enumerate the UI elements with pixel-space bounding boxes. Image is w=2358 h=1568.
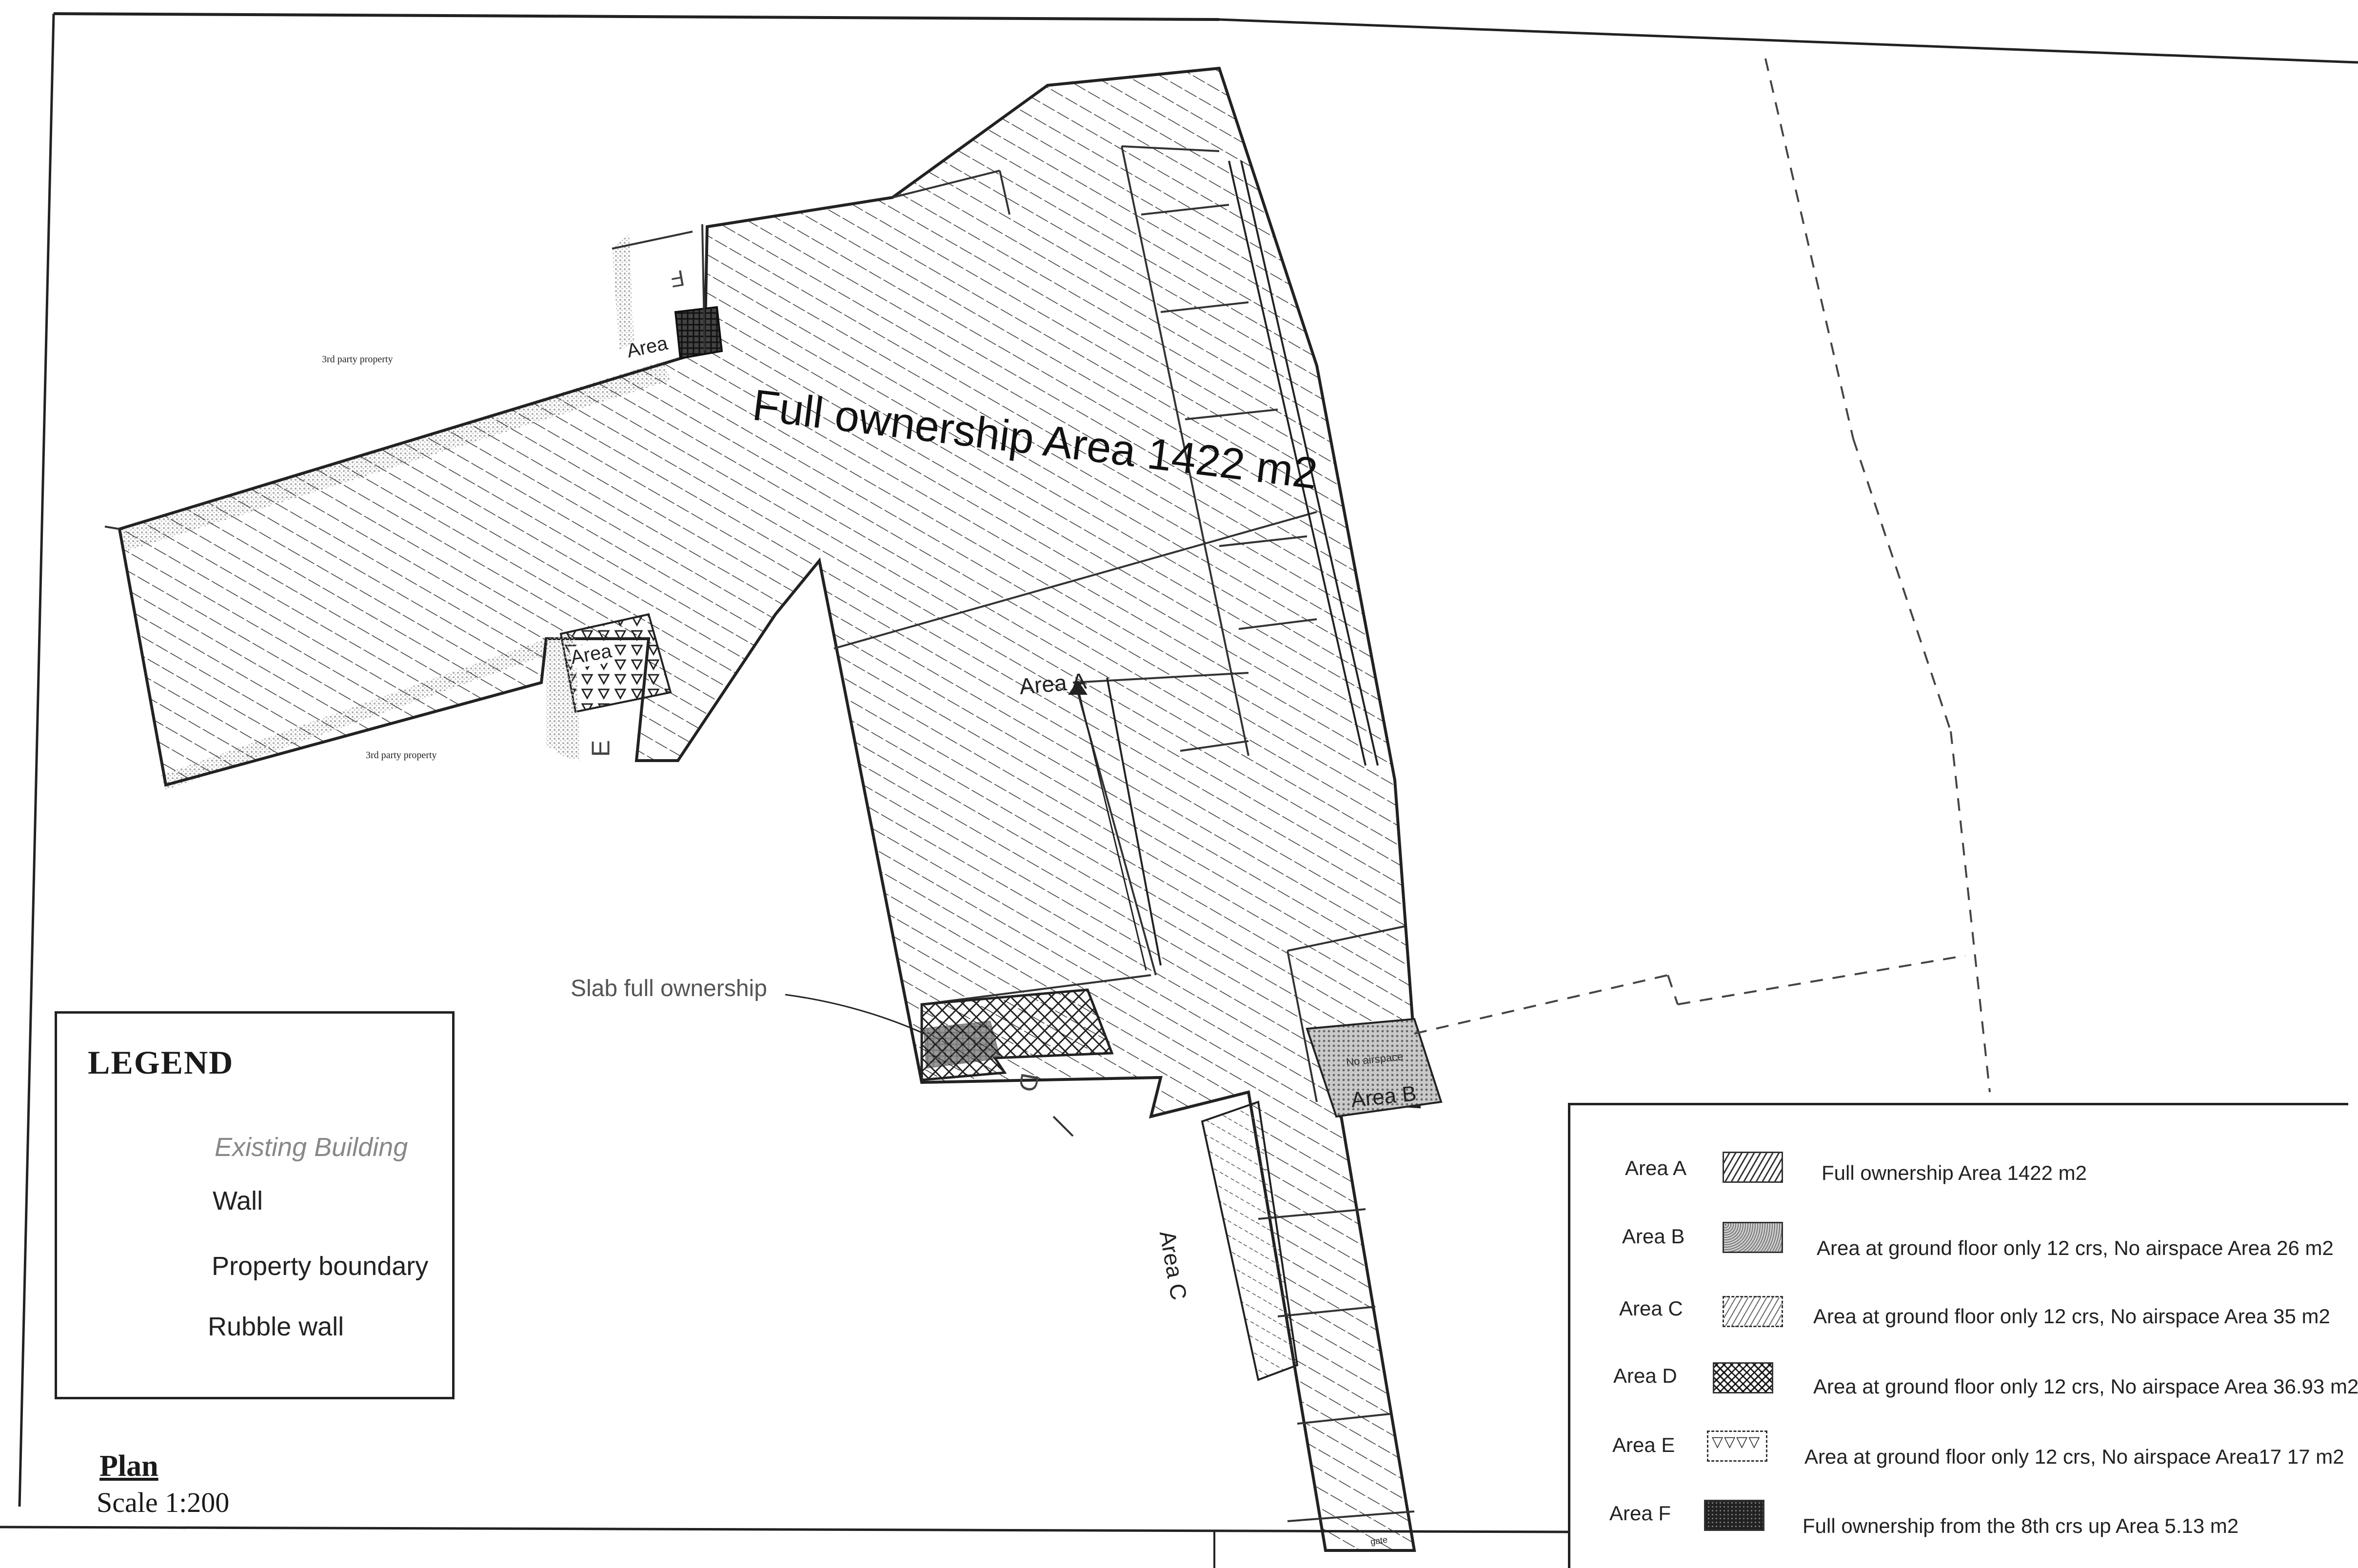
rubble-wall-west bbox=[104, 224, 706, 530]
area-e-swatch-glyphs: ▽▽▽▽ bbox=[1712, 1434, 1761, 1450]
area-a-arrow-icon bbox=[1068, 680, 1088, 695]
area-row-desc: Area at ground floor only 12 crs, No air… bbox=[1813, 1375, 2358, 1398]
legend-item-rubble-wall: Rubble wall bbox=[208, 1312, 344, 1341]
area-d-swatch bbox=[1713, 1362, 1773, 1393]
area-row-desc: Area at ground floor only 12 crs, No air… bbox=[1804, 1445, 2344, 1468]
area-c-swatch bbox=[1723, 1296, 1783, 1327]
plan-title: Plan bbox=[99, 1450, 159, 1483]
area-b-polygon bbox=[1306, 1018, 1443, 1118]
third-party-label-bottom: 3rd party property bbox=[366, 750, 437, 761]
area-row-desc: Full ownership Area 1422 m2 bbox=[1822, 1161, 2087, 1184]
slab-polygon bbox=[923, 1020, 1001, 1069]
boundary-wall-right bbox=[1106, 160, 1379, 966]
slab-ownership-label: Slab full ownership bbox=[571, 976, 767, 1001]
area-f-swatch bbox=[1704, 1500, 1764, 1531]
area-row-desc: Full ownership from the 8th crs up Area … bbox=[1803, 1514, 2239, 1537]
plan-scale: Scale 1:200 bbox=[97, 1487, 230, 1518]
property-boundary-dashed bbox=[1414, 58, 1991, 1093]
area-c-polygon bbox=[1201, 1100, 1299, 1381]
area-row-label: Area D bbox=[1613, 1364, 1677, 1387]
area-row-desc: Area at ground floor only 12 crs, No air… bbox=[1817, 1236, 2334, 1259]
area-b-swatch bbox=[1723, 1222, 1783, 1253]
area-row-desc: Area at ground floor only 12 crs, No air… bbox=[1813, 1305, 2330, 1328]
legend-item-wall: Wall bbox=[213, 1186, 263, 1215]
area-row-label: Area A bbox=[1625, 1156, 1687, 1179]
area-schedule-table bbox=[1568, 1103, 2348, 1568]
legend-box bbox=[55, 1011, 455, 1399]
legend-title: LEGEND bbox=[88, 1044, 234, 1081]
area-a-swatch bbox=[1723, 1152, 1783, 1183]
area-e-swatch bbox=[1707, 1431, 1767, 1462]
area-e-code: E bbox=[587, 740, 615, 757]
legend-item-property-boundary: Property boundary bbox=[212, 1252, 429, 1281]
sheet-border bbox=[0, 12, 2358, 1568]
area-f-polygon bbox=[674, 306, 723, 360]
area-row-label: Area C bbox=[1619, 1297, 1683, 1320]
area-row-label: Area B bbox=[1622, 1225, 1685, 1248]
third-party-label-top: 3rd party property bbox=[322, 354, 393, 365]
area-row-label: Area E bbox=[1612, 1433, 1675, 1456]
legend-item-existing-building: Existing Building bbox=[215, 1133, 408, 1162]
area-row-label: Area F bbox=[1609, 1502, 1671, 1525]
leader-lines bbox=[785, 687, 1147, 1035]
